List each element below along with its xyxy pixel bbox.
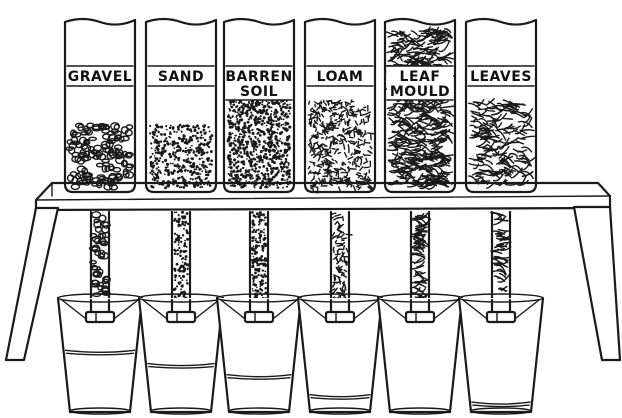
tube-contents	[469, 99, 535, 188]
tube-label-line: SAND	[158, 69, 204, 85]
rack-left-leg	[6, 208, 58, 360]
tube-label-line: GRAVEL	[68, 69, 132, 85]
tube-label-line: LEAF	[400, 69, 441, 85]
tube-label-line: LOAM	[317, 69, 364, 85]
tube-label-line: MOULD	[390, 84, 450, 100]
clamp-ring	[487, 312, 515, 322]
tube-contents	[227, 94, 292, 189]
clamp-ring	[245, 312, 273, 322]
apparatus-loam: LOAM	[298, 19, 382, 414]
clamp-ring	[406, 312, 434, 322]
apparatus-leaves: LEAVES	[459, 19, 543, 414]
tube-label-line: BARREN	[225, 69, 292, 85]
clamp-ring	[167, 312, 195, 322]
tube-contents	[149, 124, 213, 190]
rack-right-leg	[574, 207, 620, 360]
clamp-ring	[326, 312, 354, 322]
tube-contents	[386, 27, 455, 189]
tube-contents	[308, 100, 374, 193]
tube-label-line: LEAVES	[470, 69, 532, 85]
tube-contents	[66, 123, 133, 190]
tube-label-line: SOIL	[240, 84, 278, 100]
apparatus-gravel: GRAVEL	[58, 19, 142, 414]
apparatus-sand: SAND	[139, 19, 223, 414]
clamp-ring	[86, 312, 114, 322]
